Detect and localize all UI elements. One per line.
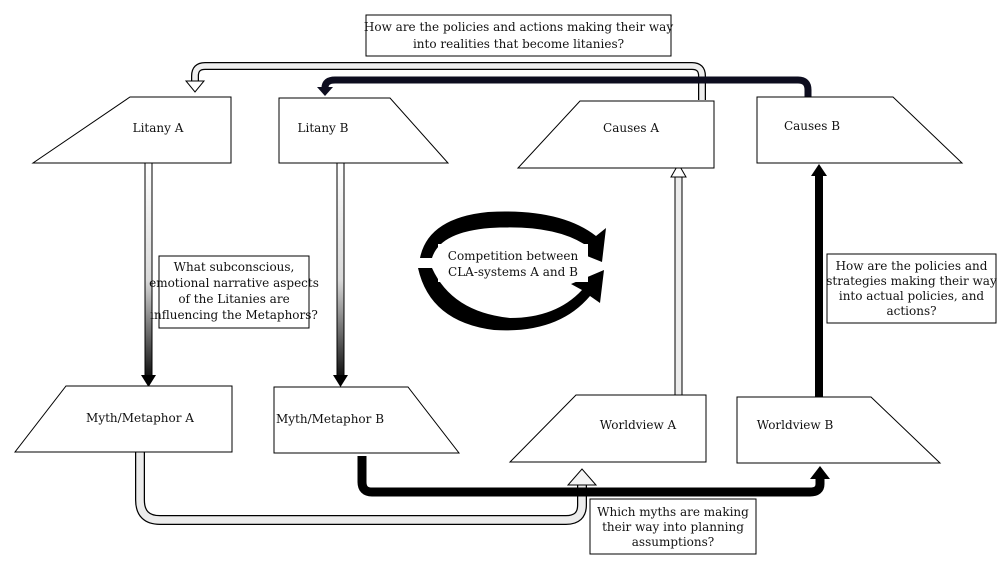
- question-left-line-1: What subconscious,: [174, 260, 295, 274]
- question-top-line-2: into realities that become litanies?: [413, 37, 624, 51]
- node-worldview-a-label: Worldview A: [600, 418, 677, 432]
- node-causes-a-label: Causes A: [603, 121, 659, 135]
- question-bottom-line-2: their way into planning: [602, 520, 744, 534]
- node-litany-a-label: Litany A: [133, 121, 184, 135]
- question-box-right: How are the policies and strategies maki…: [826, 253, 997, 324]
- node-myth-a-label: Myth/Metaphor A: [86, 411, 194, 425]
- question-left-line-4: influencing the Metaphors?: [150, 308, 318, 322]
- question-right-line-1: How are the policies and: [836, 259, 988, 273]
- node-litany-a: Litany A: [31, 96, 232, 164]
- node-worldview-b-label: Worldview B: [757, 418, 834, 432]
- competition-cycle-icon: Competition between CLA-systems A and B: [418, 211, 606, 331]
- question-right-line-2: strategies making their way: [826, 274, 997, 288]
- question-left-line-3: of the Litanies are: [178, 292, 289, 306]
- question-bottom-line-3: assumptions?: [632, 535, 714, 549]
- center-line-2: CLA-systems A and B: [448, 265, 578, 279]
- node-causes-a: Causes A: [516, 100, 715, 169]
- question-top-line-1: How are the policies and actions making …: [364, 20, 673, 34]
- arrow-worldview-b-to-causes-b: [811, 164, 827, 397]
- node-causes-b-label: Causes B: [784, 119, 840, 133]
- connector-causes-b-to-litany-b: [317, 76, 812, 100]
- question-right-line-4: actions?: [886, 304, 936, 318]
- cycle-arrow-lower: [418, 268, 604, 331]
- cycle-arrow-upper: [420, 211, 606, 262]
- node-litany-b-label: Litany B: [298, 121, 349, 135]
- question-box-bottom: Which myths are making their way into pl…: [589, 498, 757, 555]
- arrow-litany-b-to-myth-b: [333, 162, 348, 387]
- node-litany-b: Litany B: [278, 97, 450, 164]
- question-right-line-3: into actual policies, and: [839, 289, 985, 303]
- node-causes-b: Causes B: [756, 96, 964, 164]
- node-worldview-b: Worldview B: [736, 396, 942, 464]
- arrow-litany-a-to-myth-a: [141, 162, 156, 387]
- question-bottom-line-1: Which myths are making: [597, 505, 749, 519]
- connector-causes-a-to-litany-a: [184, 62, 706, 100]
- node-myth-b: Myth/Metaphor B: [273, 386, 461, 454]
- connector-myth-a-to-worldview-a: [135, 452, 598, 525]
- question-left-line-2: emotional narrative aspects: [149, 276, 319, 290]
- connector-myth-b-to-worldview-b: [357, 456, 830, 497]
- question-box-top: How are the policies and actions making …: [364, 14, 673, 57]
- node-worldview-a: Worldview A: [508, 394, 707, 463]
- node-myth-b-label: Myth/Metaphor B: [276, 412, 384, 426]
- node-myth-a: Myth/Metaphor A: [13, 385, 233, 453]
- question-box-left: What subconscious, emotional narrative a…: [149, 255, 319, 329]
- arrow-worldview-a-to-causes-a: [670, 162, 687, 396]
- center-line-1: Competition between: [448, 249, 579, 263]
